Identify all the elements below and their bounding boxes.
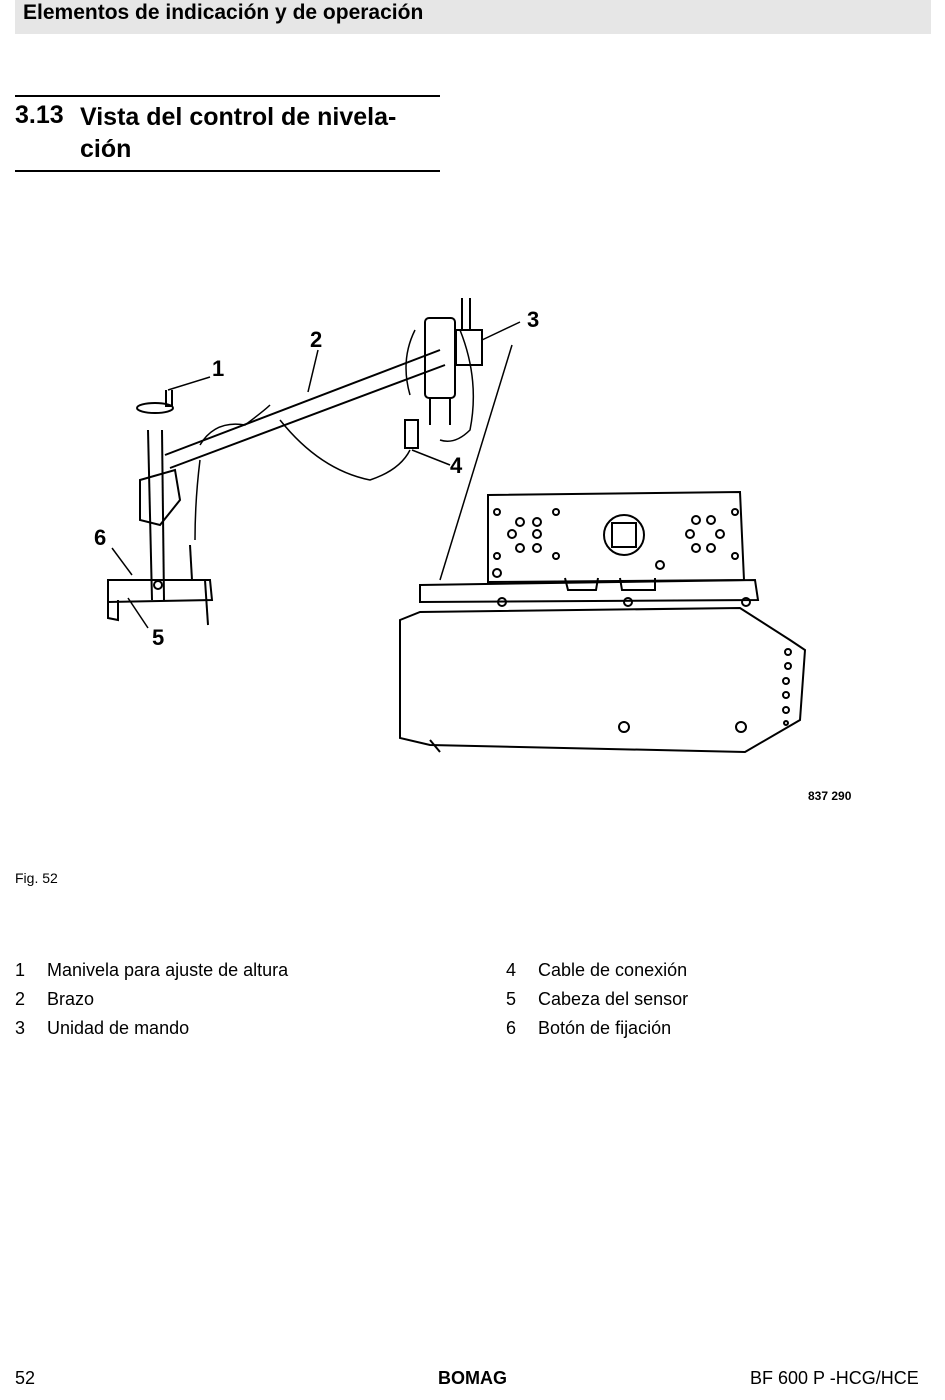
callout-leaders bbox=[111, 321, 521, 629]
callout-6: 6 bbox=[94, 525, 106, 550]
model-name: BF 600 P -HCG/HCE bbox=[750, 1368, 919, 1388]
section-number: 3.13 bbox=[15, 101, 64, 129]
legend-number: 4 bbox=[506, 960, 517, 980]
legend-text: Brazo bbox=[47, 989, 95, 1009]
control-unit-drawing bbox=[404, 298, 483, 449]
legend-number: 1 bbox=[15, 960, 26, 980]
section-heading: 3.13 Vista del control de nivela- ción bbox=[15, 95, 440, 172]
legend-number: 6 bbox=[506, 1018, 517, 1038]
arm-drawing bbox=[107, 349, 446, 626]
leveling-control-figure: 1 2 3 4 5 6 837 290 bbox=[60, 285, 940, 815]
header-title: Elementos de indicación y de operación bbox=[23, 1, 424, 24]
figure-caption: Fig. 52 bbox=[15, 870, 58, 886]
page-number: 52 bbox=[15, 1368, 36, 1388]
coiled-cable-drawing bbox=[194, 329, 475, 541]
machine-illustration: 1 2 3 4 5 6 837 290 bbox=[94, 298, 852, 803]
legend-number: 5 bbox=[506, 989, 517, 1009]
section-title: Vista del control de nivela- ción bbox=[80, 101, 440, 165]
callout-3: 3 bbox=[527, 307, 539, 332]
callout-4: 4 bbox=[450, 453, 463, 478]
section-title-line1: Vista del control de nivela- bbox=[80, 103, 397, 131]
image-number: 837 290 bbox=[808, 789, 852, 803]
section-title-line2: ción bbox=[80, 135, 132, 163]
screed-drawing bbox=[399, 490, 807, 754]
header-bar: Elementos de indicación y de operación bbox=[15, 0, 931, 34]
callout-1: 1 bbox=[212, 356, 224, 381]
legend-text: Cable de conexión bbox=[538, 960, 688, 980]
legend-text: Unidad de mando bbox=[47, 1018, 190, 1038]
legend-number: 2 bbox=[15, 989, 26, 1009]
legend-text: Manivela para ajuste de altura bbox=[47, 960, 289, 980]
legend-text: Botón de fijación bbox=[538, 1018, 672, 1038]
callout-2: 2 bbox=[310, 327, 322, 352]
legend-text: Cabeza del sensor bbox=[538, 989, 689, 1009]
callout-5: 5 bbox=[152, 625, 164, 650]
brand-name: BOMAG bbox=[438, 1368, 507, 1388]
legend-number: 3 bbox=[15, 1018, 26, 1038]
